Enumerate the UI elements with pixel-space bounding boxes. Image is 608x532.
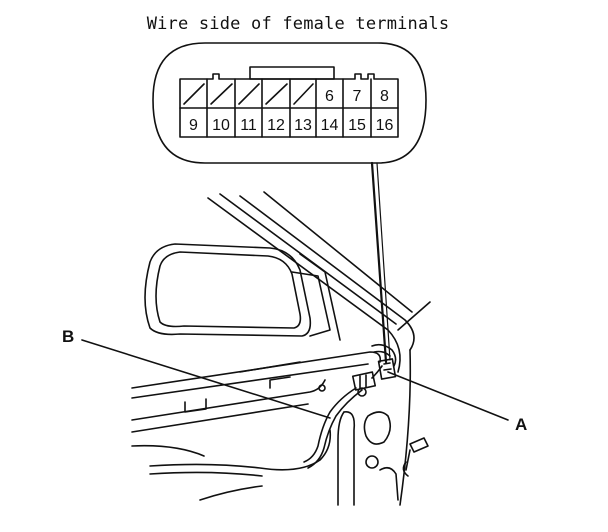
leader-line-b xyxy=(81,339,331,419)
callout-label-a: A xyxy=(515,415,528,434)
terminal-label-15: 15 xyxy=(348,117,366,134)
terminal-label-10: 10 xyxy=(212,117,230,134)
connector-b xyxy=(351,371,377,391)
diagram-title: Wire side of female terminals xyxy=(146,14,450,34)
door-panel xyxy=(131,351,399,506)
unused-cavity-mark xyxy=(238,83,260,105)
door-frame xyxy=(207,191,431,506)
terminal-label-8: 8 xyxy=(380,88,389,105)
side-mirror xyxy=(144,243,341,341)
unused-cavity-mark xyxy=(293,83,314,105)
terminal-label-14: 14 xyxy=(321,117,339,134)
terminal-label-13: 13 xyxy=(294,117,312,134)
terminal-label-11: 11 xyxy=(240,117,257,134)
terminal-label-9: 9 xyxy=(189,117,198,134)
connector-outline xyxy=(179,73,399,138)
callout-label-b: B xyxy=(62,327,75,346)
terminal-label-6: 6 xyxy=(325,88,334,105)
hinge-bolt xyxy=(402,437,429,477)
connector-face xyxy=(179,66,399,138)
terminal-label-7: 7 xyxy=(353,88,362,105)
unused-cavity-mark xyxy=(183,83,205,105)
connector-lock-tab xyxy=(249,66,335,80)
leader-line-a xyxy=(387,371,509,421)
connector-top-row-labels: 6 7 8 xyxy=(325,88,389,105)
terminal-label-12: 12 xyxy=(267,117,285,134)
zoom-leader-line xyxy=(370,161,388,364)
wire-harness xyxy=(303,365,383,469)
connector-zoom-bubble xyxy=(152,42,427,164)
connector-a xyxy=(371,343,397,380)
unused-cavity-mark xyxy=(265,83,288,105)
connector-bottom-row-labels: 9 10 11 12 13 14 15 16 xyxy=(189,117,393,134)
terminal-label-16: 16 xyxy=(376,117,394,134)
unused-cavity-mark xyxy=(210,83,233,105)
